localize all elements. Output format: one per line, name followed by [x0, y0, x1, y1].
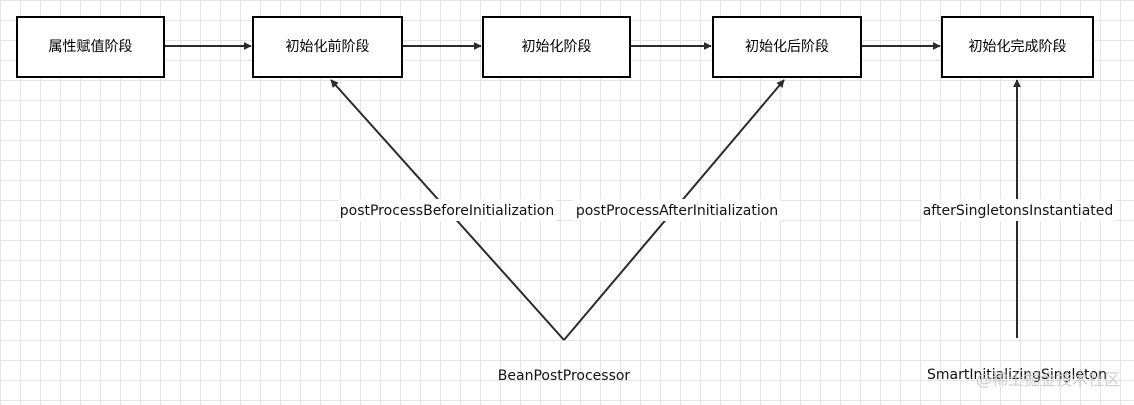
edge-label-post-process-after-initialization: postProcessAfterInitialization — [576, 203, 778, 219]
label-bg-before — [338, 199, 556, 221]
stage-box-initialization: 初始化阶段 — [482, 16, 631, 78]
stage-label-initialization: 初始化阶段 — [522, 38, 592, 55]
stage-box-pre-initialization: 初始化前阶段 — [252, 16, 403, 78]
stage-box-post-initialization: 初始化后阶段 — [712, 16, 862, 78]
edge-label-after-singletons-instantiated: afterSingletonsInstantiated — [923, 203, 1114, 219]
source-label-bean-post-processor: BeanPostProcessor — [498, 368, 631, 384]
stage-label-property-assignment: 属性赋值阶段 — [49, 39, 133, 55]
site-watermark: @稀土掘金技术社区 — [976, 370, 1120, 389]
stage-label-pre-initialization: 初始化前阶段 — [286, 38, 370, 55]
stage-box-initialization-complete: 初始化完成阶段 — [941, 16, 1094, 78]
edge-label-post-process-before-initialization: postProcessBeforeInitialization — [340, 203, 555, 219]
stage-label-post-initialization: 初始化后阶段 — [745, 38, 829, 55]
stage-label-initialization-complete: 初始化完成阶段 — [969, 38, 1067, 55]
label-bg-after — [573, 199, 781, 221]
source-label-smart-initializing-singleton: SmartInitializingSingleton — [927, 367, 1107, 383]
stage-box-property-assignment: 属性赋值阶段 — [16, 16, 165, 78]
label-bg-instantiated — [922, 199, 1115, 221]
